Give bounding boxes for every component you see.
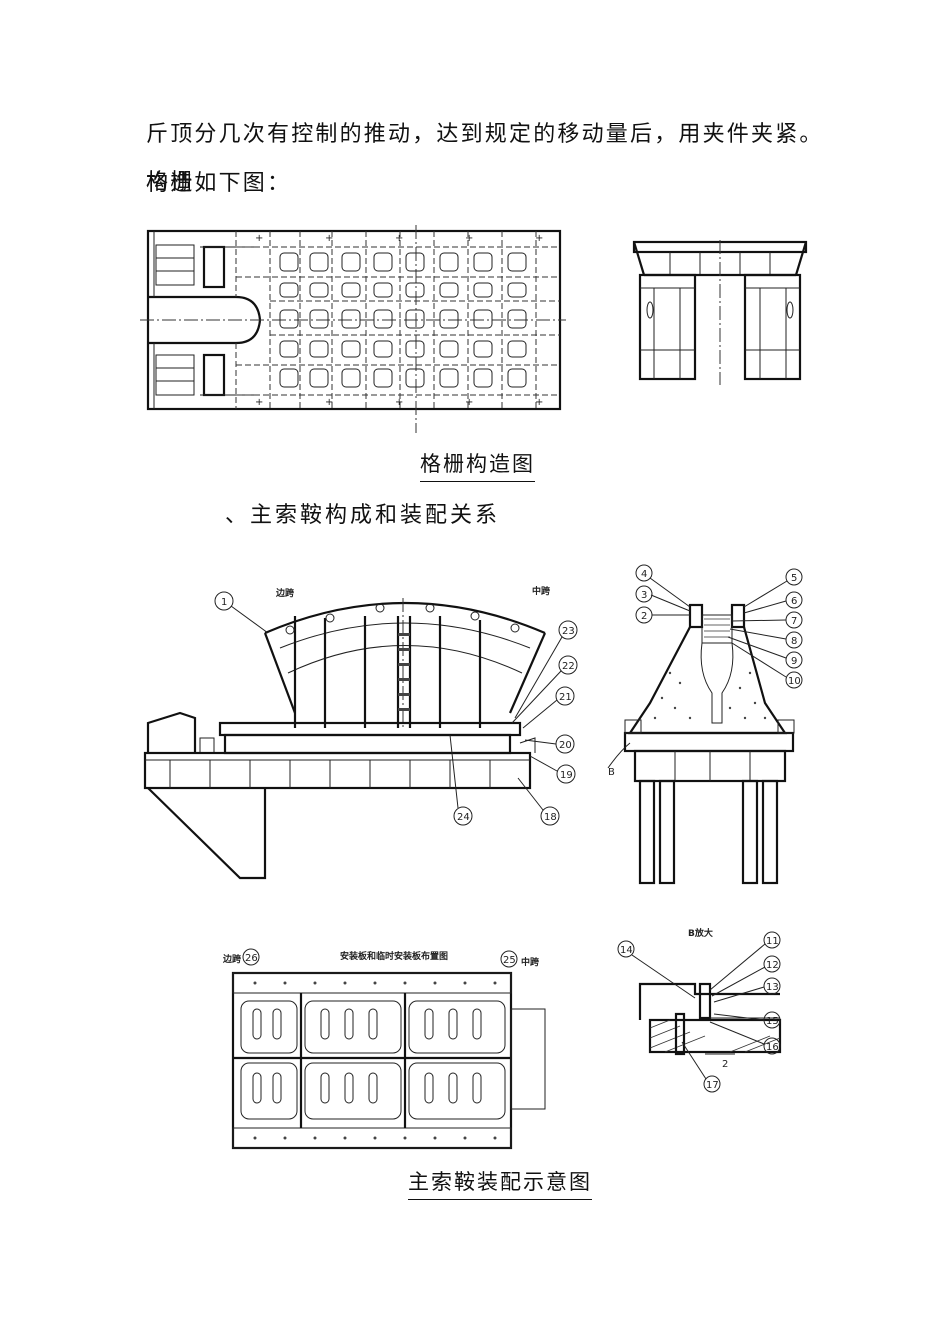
callout-4: 4 xyxy=(641,569,647,580)
callout-26: 26 xyxy=(245,953,258,964)
callout-10: 10 xyxy=(788,676,801,687)
paragraph-line-2: 构造如下图： xyxy=(146,171,292,196)
grid-elevation-drawing xyxy=(632,240,808,385)
callout-3: 3 xyxy=(641,590,647,601)
detail-title: B放大 xyxy=(688,927,713,939)
figure2-caption: 主索鞍装配示意图 xyxy=(408,1166,592,1200)
callout-18: 18 xyxy=(544,812,557,823)
callout-6: 6 xyxy=(791,596,797,607)
saddle-end-view-drawing: B 4 3 2 5 6 7 8 9 10 xyxy=(607,564,803,885)
section-heading: 、主索鞍构成和装配关系 xyxy=(225,503,501,528)
callout-8: 8 xyxy=(791,636,797,647)
svg-text:+: + xyxy=(465,397,473,408)
callout-25: 25 xyxy=(503,955,516,966)
svg-text:+: + xyxy=(535,397,543,408)
figure1-caption: 格栅构造图 xyxy=(420,448,535,482)
callout-15: 15 xyxy=(766,1016,779,1027)
callout-11: 11 xyxy=(766,936,779,947)
label-plan-side-span: 边跨 xyxy=(222,953,242,965)
svg-text:+: + xyxy=(535,233,543,244)
grid-plan-drawing: + + + + + + + + + + xyxy=(140,225,566,433)
callout-14: 14 xyxy=(620,945,633,956)
label-mid-span: 中跨 xyxy=(532,585,551,597)
callout-9: 9 xyxy=(791,656,797,667)
svg-text:+: + xyxy=(395,397,403,408)
callout-16: 16 xyxy=(766,1042,779,1053)
callout-22: 22 xyxy=(562,661,575,672)
callout-23: 23 xyxy=(562,626,575,637)
svg-text:+: + xyxy=(255,233,263,244)
paragraph-line-1: 斤顶分几次有控制的推动，达到规定的移动量后，用夹件夹紧。格栅 xyxy=(146,122,824,195)
svg-text:+: + xyxy=(465,233,473,244)
callout-19: 19 xyxy=(560,770,573,781)
callout-7: 7 xyxy=(791,616,797,627)
label-side-span: 边跨 xyxy=(275,587,295,599)
section-marker-b: B xyxy=(608,767,615,778)
callout-2: 2 xyxy=(641,611,647,622)
label-plan-title: 安装板和临时安装板布置图 xyxy=(340,950,448,962)
callout-17: 17 xyxy=(706,1080,719,1091)
callout-24: 24 xyxy=(457,812,470,823)
callout-21: 21 xyxy=(559,692,572,703)
svg-text:+: + xyxy=(395,233,403,244)
detail-b-drawing: B放大 2 14 11 12 13 15 16 17 xyxy=(617,927,782,1093)
label-plan-mid-span: 中跨 xyxy=(521,956,540,968)
detail-dimension: 2 xyxy=(722,1059,728,1070)
callout-1: 1 xyxy=(221,597,227,608)
callout-20: 20 xyxy=(559,740,572,751)
svg-text:+: + xyxy=(325,233,333,244)
mounting-plate-layout-drawing: 边跨 安装板和临时安装板布置图 中跨 26 25 xyxy=(222,948,546,1150)
callout-13: 13 xyxy=(766,982,779,993)
callout-5: 5 xyxy=(791,573,797,584)
callout-12: 12 xyxy=(766,960,779,971)
svg-text:+: + xyxy=(325,397,333,408)
saddle-side-view-drawing: 边跨 中跨 1 23 22 21 20 19 18 24 xyxy=(143,585,578,880)
svg-text:+: + xyxy=(255,397,263,408)
